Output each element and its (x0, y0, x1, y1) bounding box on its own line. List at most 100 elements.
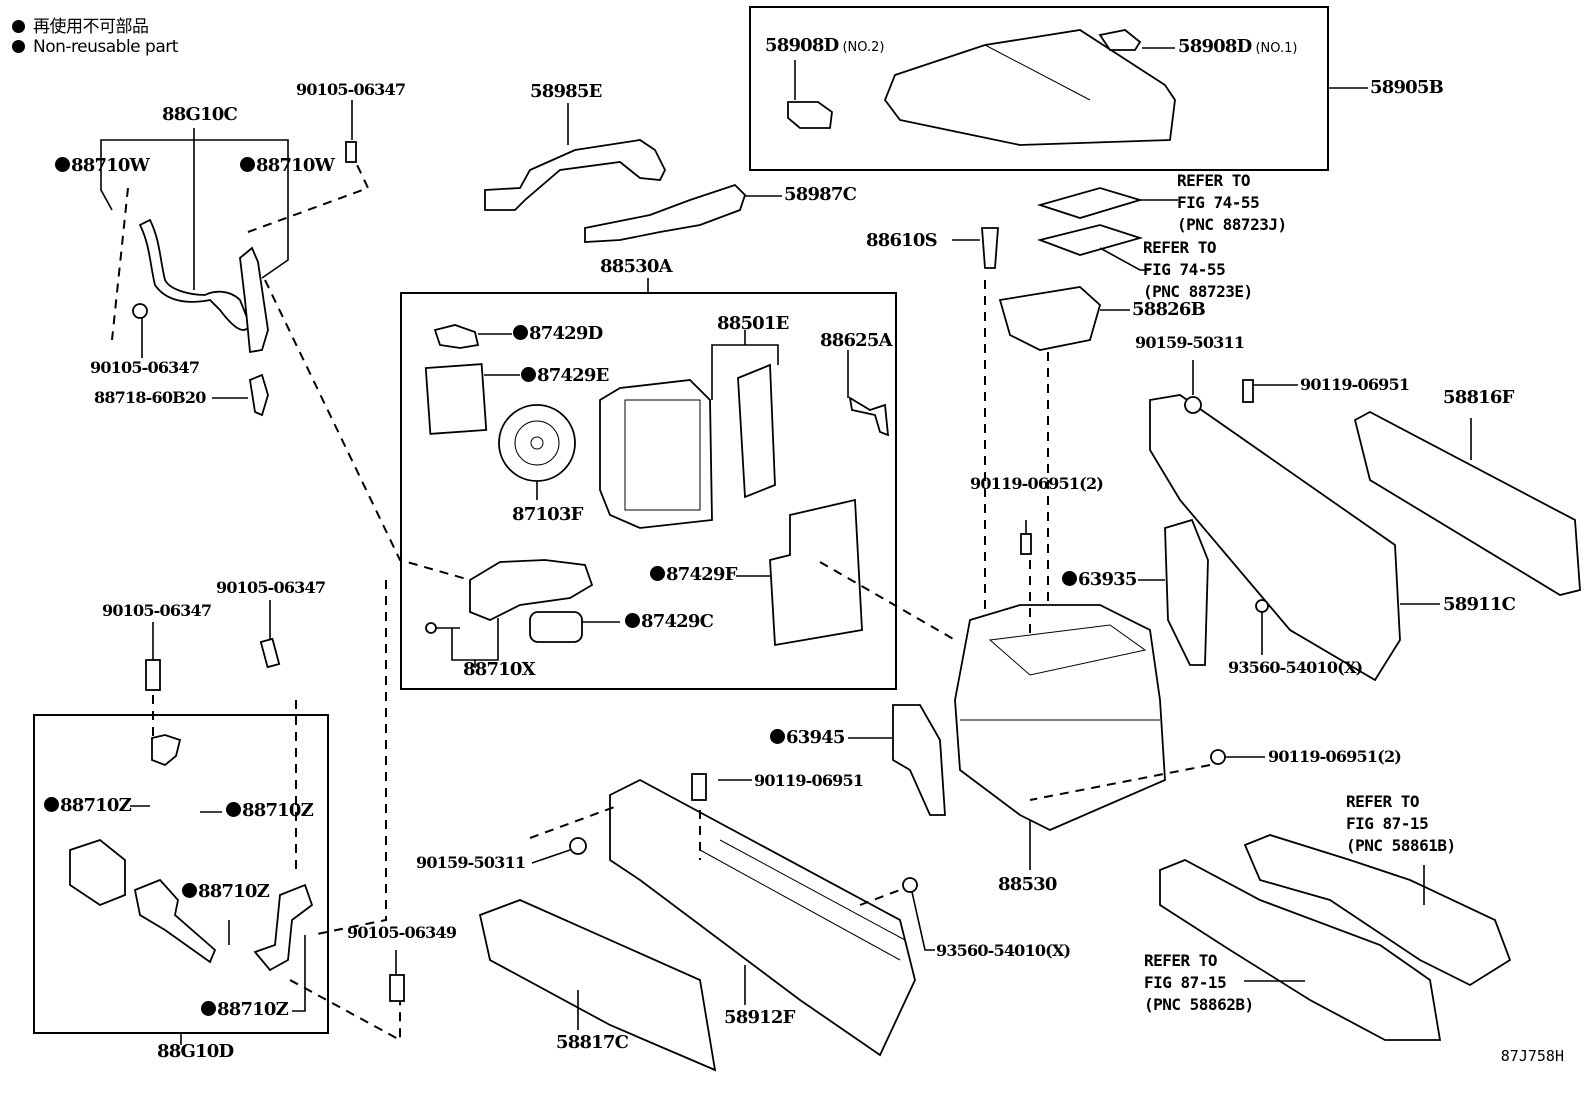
label-88625a[interactable]: 88625A (820, 330, 893, 351)
label-90105-06347-top[interactable]: 90105-06347 (296, 80, 406, 99)
part-88530a-case[interactable] (599, 379, 713, 529)
label-58817c[interactable]: 58817C (556, 1032, 629, 1053)
label-87429c[interactable]: 87429C (625, 613, 714, 631)
part-58912f[interactable] (609, 778, 916, 1057)
label-58816f[interactable]: 58816F (1443, 387, 1514, 408)
part-87103f-blower[interactable] (498, 404, 576, 482)
label-58908d-no2[interactable]: 58908D(NO.2) (765, 37, 884, 55)
part-90119-06951-bottom-screw[interactable] (691, 773, 707, 801)
part-63945[interactable] (892, 704, 946, 816)
label-58911c[interactable]: 58911C (1443, 594, 1516, 615)
label-87103f[interactable]: 87103F (512, 504, 583, 525)
label-88710w-right[interactable]: 88710W (240, 157, 335, 175)
part-88501e-evaporator[interactable] (737, 363, 776, 499)
label-88710z-4[interactable]: 88710Z (201, 1001, 289, 1019)
label-90159-50311-bottom[interactable]: 90159-50311 (416, 853, 526, 872)
part-88710z-pipe[interactable] (151, 734, 182, 767)
part-88718-60b20[interactable] (249, 373, 269, 417)
part-58817c[interactable] (478, 899, 717, 1072)
label-90105-06347-a[interactable]: 90105-06347 (102, 601, 212, 620)
reference-fig-74-55-pnc-88723j[interactable]: REFER TO FIG 74-55 (PNC 88723J) (1177, 171, 1287, 234)
part-88710x-bolt[interactable] (425, 622, 437, 634)
label-90159-50311-right[interactable]: 90159-50311 (1135, 333, 1245, 352)
label-58826b[interactable]: 58826B (1132, 299, 1206, 320)
label-87429d[interactable]: 87429D (513, 325, 603, 343)
label-88710x[interactable]: 88710X (463, 659, 536, 680)
label-88710z-2[interactable]: 88710Z (226, 800, 314, 821)
label-88g10c[interactable]: 88G10C (162, 104, 238, 125)
label-88710z-1[interactable]: 88710Z (44, 797, 132, 815)
label-88530a[interactable]: 88530A (600, 256, 673, 277)
part-58908d-no2[interactable] (787, 101, 833, 129)
part-87429e[interactable] (424, 363, 488, 435)
label-90105-06347-mid[interactable]: 90105-06347 (90, 358, 200, 377)
part-90105-06347-screw-top[interactable] (345, 141, 357, 163)
label-58985e[interactable]: 58985E (530, 81, 602, 102)
part-90119-06951-2-screw[interactable] (1020, 533, 1032, 555)
label-90119-06951-2-center[interactable]: 90119-06951(2) (970, 474, 1104, 493)
label-90105-06349[interactable]: 90105-06349 (347, 923, 457, 942)
part-58911c[interactable] (1149, 394, 1401, 682)
part-58905b-lid[interactable] (883, 29, 1176, 146)
label-90119-06951-2-lower[interactable]: 90119-06951(2) (1268, 747, 1402, 766)
label-90119-06951-bottom[interactable]: 90119-06951 (754, 771, 864, 790)
label-88710z-3[interactable]: 88710Z (182, 883, 270, 901)
label-text: 58908D (765, 35, 839, 56)
part-88610s[interactable] (981, 227, 999, 269)
label-63945[interactable]: 63945 (770, 729, 845, 747)
part-90119-06951-screw[interactable] (1242, 379, 1254, 403)
part-90105-06347-screw-a[interactable] (145, 659, 161, 691)
part-88g10c-hose[interactable] (138, 218, 251, 331)
part-58908d-no1[interactable] (1098, 29, 1142, 51)
part-88g10d-hose-a[interactable] (133, 878, 217, 964)
label-88501e[interactable]: 88501E (717, 313, 789, 334)
label-text: 88710Z (242, 800, 314, 821)
leader-88g10c (100, 128, 289, 290)
part-88530-housing[interactable] (954, 604, 1166, 831)
part-93560-54010-bottom-clip[interactable] (902, 877, 918, 893)
part-58987c[interactable] (584, 183, 747, 243)
part-88710x[interactable] (469, 559, 594, 621)
label-88530[interactable]: 88530 (998, 874, 1057, 895)
label-88g10d[interactable]: 88G10D (157, 1041, 234, 1062)
part-87429c[interactable] (529, 611, 583, 643)
label-text: 63935 (1078, 569, 1137, 590)
part-87429d[interactable] (433, 324, 480, 349)
label-88710w-left[interactable]: 88710W (55, 157, 150, 175)
label-87429e[interactable]: 87429E (521, 367, 609, 385)
part-88625a[interactable] (848, 396, 890, 437)
part-88g10c-hose-end[interactable] (239, 246, 269, 354)
reference-fig-87-15-pnc-58861b[interactable]: REFER TO FIG 87-15 (PNC 58861B) (1346, 792, 1456, 855)
non-reusable-bullet-icon (201, 1001, 216, 1016)
part-90119-06951-2-lower-screw[interactable] (1210, 749, 1226, 765)
label-88718-60b20[interactable]: 88718-60B20 (94, 388, 206, 407)
label-58905b[interactable]: 58905B (1370, 77, 1444, 98)
label-87429f[interactable]: 87429F (650, 566, 737, 584)
label-93560-54010-right[interactable]: 93560-54010(X) (1228, 658, 1363, 677)
reference-fig-74-55-pnc-88723e[interactable]: REFER TO FIG 74-55 (PNC 88723E) (1143, 238, 1253, 301)
part-87429f[interactable] (769, 498, 863, 647)
label-90119-06951-right[interactable]: 90119-06951 (1300, 375, 1410, 394)
label-93560-54010-bottom[interactable]: 93560-54010(X) (936, 941, 1071, 960)
part-90159-50311-clip[interactable] (1184, 396, 1202, 414)
part-58816f[interactable] (1353, 410, 1581, 596)
part-90159-50311-bottom-clip[interactable] (569, 837, 587, 855)
label-58912f[interactable]: 58912F (724, 1007, 795, 1028)
reference-fig-87-15-pnc-58862b[interactable]: REFER TO FIG 87-15 (PNC 58862B) (1144, 951, 1254, 1014)
label-88610s[interactable]: 88610S (866, 230, 938, 251)
part-90105-06347-bolt[interactable] (132, 303, 148, 319)
label-63935[interactable]: 63935 (1062, 571, 1137, 589)
part-58826b[interactable] (998, 286, 1102, 351)
part-90105-06349-screw[interactable] (389, 974, 405, 1002)
part-58985e[interactable] (484, 139, 667, 211)
part-90105-06347-screw-b[interactable] (259, 637, 281, 669)
label-58908d-no1[interactable]: 58908D(NO.1) (1178, 38, 1297, 56)
label-58987c[interactable]: 58987C (784, 184, 857, 205)
part-63935[interactable] (1164, 518, 1209, 666)
part-93560-54010-clip[interactable] (1255, 599, 1269, 613)
part-88g10d-valve[interactable] (69, 838, 126, 907)
part-duct-58862b (1159, 859, 1442, 1041)
label-90105-06347-b[interactable]: 90105-06347 (216, 578, 326, 597)
legend-text-en: Non-reusable part (33, 37, 178, 57)
part-88g10d-hose-b[interactable] (253, 883, 314, 972)
